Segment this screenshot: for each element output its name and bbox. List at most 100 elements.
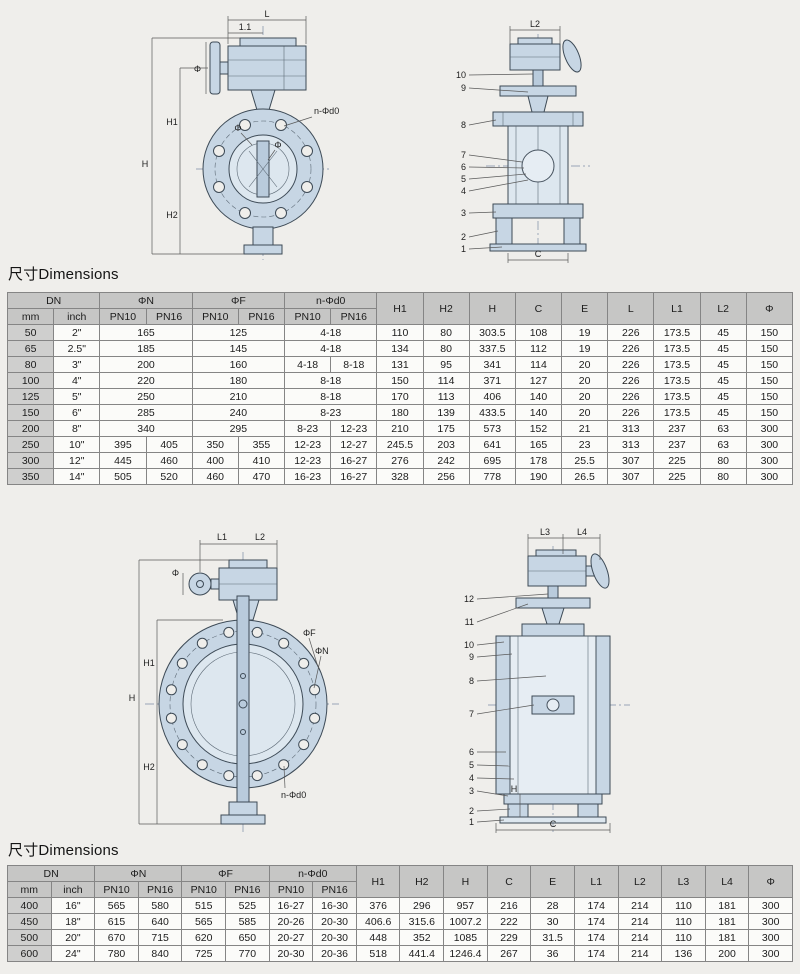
dim-label-phi: Φ [194,64,201,74]
part-number: 6 [469,747,474,757]
table-cell: 640 [137,913,183,930]
table-cell: 615 [94,913,139,930]
table-cell: 214 [617,897,663,914]
table-cell: 778 [468,468,516,485]
drawing-wafer-valve-side: L2 C 10 9 8 7 6 5 4 3 2 1 [456,19,590,263]
table-cell: 840 [137,945,183,962]
part-number: 9 [469,652,474,662]
table-cell: 21 [561,420,609,437]
table-cell: 1007.2 [443,913,488,930]
table-cell: 300 [745,436,794,453]
table-cell: 600 [7,945,52,962]
column-group-header: Φ [748,865,793,898]
dim-label-phi: Φ [172,568,179,578]
dim-label-phi-f: ΦF [303,628,316,638]
table-cell: 18" [50,913,96,930]
part-number: 11 [465,617,474,627]
table-cell: 216 [486,897,532,914]
dimension-lines: L2 C [507,19,569,263]
column-group-header: H [443,865,488,898]
column-group-header: H1 [376,292,424,325]
table-cell: 174 [573,913,619,930]
table-cell: 45 [699,372,747,389]
dimension-lines: L3 L4 H C [495,527,611,833]
table-cell: 180 [376,404,424,421]
table-cell: 1085 [443,929,488,946]
table-cell: 16-27 [330,452,378,469]
table-cell: 165 [514,436,563,453]
valve-disc [521,149,555,183]
table-cell: 957 [443,897,488,914]
table-cell: 670 [94,929,139,946]
dim-label-l1: 1.1 [239,22,252,32]
part-number: 7 [469,709,474,719]
dim-label-l4: L4 [577,527,587,537]
table-cell: 4-18 [284,324,378,341]
column-group-header: H1 [355,865,401,898]
table-cell: 24" [50,945,96,962]
table-cell: 150 [745,388,794,405]
table-cell: 395 [99,436,147,453]
dimensions-heading-1: 尺寸Dimensions [8,266,119,283]
table-cell: 160 [191,356,286,373]
table-cell: 14" [53,468,101,485]
column-group-header: L4 [704,865,750,898]
table-cell: 300 [748,913,793,930]
column-group-header: DN [6,865,96,882]
table-cell: 20 [561,388,609,405]
dim-label-l2: L2 [255,532,265,542]
table-cell: 8-23 [284,420,332,437]
table-cell: 237 [653,436,701,453]
table-cell: 565 [181,913,227,930]
table-cell: 110 [661,929,706,946]
table-cell: 328 [376,468,424,485]
table-cell: 174 [573,929,619,946]
table-cell: 300 [745,420,794,437]
dim-label-h1: H1 [166,117,178,127]
part-callouts: 10 9 8 7 6 5 4 3 2 1 [456,70,534,254]
table-cell: 337.5 [468,340,516,357]
dim-label-h: H [129,693,136,703]
table-cell: 50 [6,324,55,341]
table-cell: 350 [6,468,55,485]
table-cell: 214 [617,929,663,946]
part-callouts: 12 11 10 9 8 7 6 5 4 3 2 1 [464,593,549,827]
column-sub-header: PN10 [268,881,314,898]
table-cell: 20" [50,929,96,946]
table-cell: 695 [468,452,516,469]
table-cell: 173.5 [653,404,701,421]
table-cell: 80 [6,356,55,373]
table-cell: 165 [99,324,193,341]
table-cell: 95 [422,356,470,373]
column-sub-header: PN16 [145,308,193,325]
table-cell: 23 [561,436,609,453]
table-cell: 20-36 [312,945,357,962]
dim-label-n-phi-d0: n-Φd0 [314,106,339,116]
column-group-header: E [561,292,609,325]
table-cell: 518 [355,945,401,962]
table-cell: 300 [745,452,794,469]
table-cell: 267 [486,945,532,962]
part-number: 1 [461,244,466,254]
table-cell: 433.5 [468,404,516,421]
table-cell: 45 [699,388,747,405]
table-cell: 315.6 [399,913,445,930]
handwheel [209,41,221,95]
table-cell: 515 [181,897,227,914]
table-cell: 175 [422,420,470,437]
column-sub-header: inch [53,308,101,325]
table-cell: 620 [181,929,227,946]
table-cell: 10" [53,436,101,453]
table-cell: 770 [225,945,270,962]
pipe-flange-left [495,635,511,795]
column-group-header: L1 [573,865,619,898]
table-cell: 28 [530,897,575,914]
